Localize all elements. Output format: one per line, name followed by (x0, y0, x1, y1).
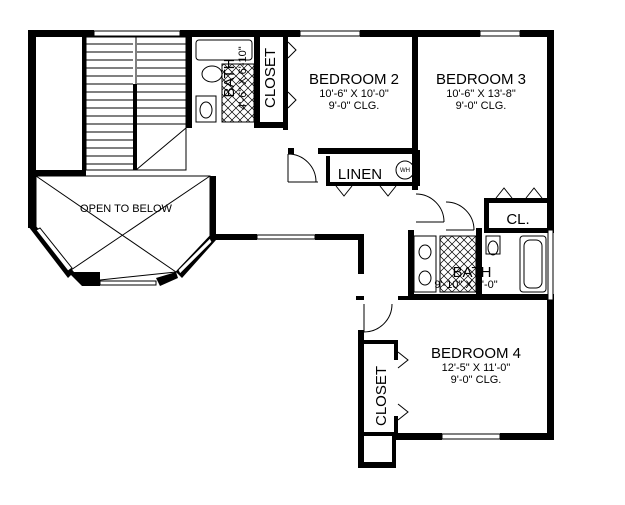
closet-cl-label: CL. (506, 211, 529, 228)
bath-main-dims: 9'-10" X 5'-0" (434, 279, 497, 291)
stairs (85, 36, 187, 171)
bedroom3-clg: 9'-0" CLG. (456, 100, 507, 112)
closet-top-label: CLOSET (262, 48, 279, 108)
room-labels: BATH 4'-6" X 6'-10" CLOSET BEDROOM 2 10'… (221, 46, 530, 426)
bedroom3-label: BEDROOM 3 (436, 71, 526, 88)
closet-left-label: CLOSET (373, 366, 390, 426)
bath-small-dims: 4'-6" X 6'-10" (237, 46, 249, 109)
bedroom2-clg: 9'-0" CLG. (329, 100, 380, 112)
open-to-below-label: OPEN TO BELOW (80, 203, 173, 215)
walls (28, 30, 554, 468)
doors (287, 41, 543, 421)
open-to-below: OPEN TO BELOW (35, 175, 211, 281)
bedroom4-dims: 12'-5" X 11'-0" (442, 362, 511, 374)
windows (35, 30, 554, 440)
bedroom2-label: BEDROOM 2 (309, 71, 399, 88)
bedroom3-dims: 10'-6" X 13'-8" (446, 88, 516, 100)
bedroom4-clg: 9'-0" CLG. (451, 374, 502, 386)
water-heater-label: WH (400, 168, 410, 174)
bath-small-label: BATH (221, 59, 238, 98)
bath-main-label: BATH (453, 264, 492, 281)
fixtures (195, 39, 547, 293)
bedroom2-dims: 10'-6" X 10'-0" (319, 88, 389, 100)
bedroom4-label: BEDROOM 4 (431, 345, 521, 362)
linen-label: LINEN (338, 166, 382, 183)
